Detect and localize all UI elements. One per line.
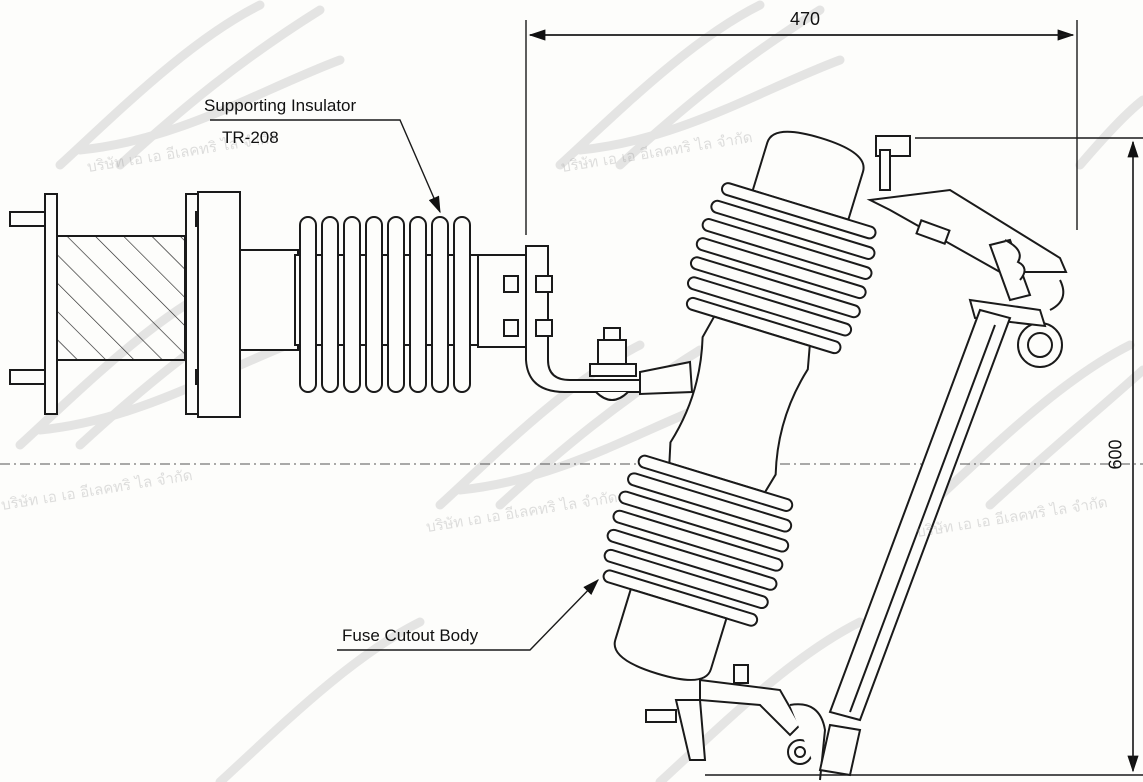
dimension-lines	[525, 20, 1143, 776]
supporting-insulator-model-label: TR-208	[222, 128, 279, 147]
mounting-bracket	[9, 191, 299, 418]
connecting-bracket	[525, 245, 694, 401]
leader-lines	[210, 119, 599, 651]
width-dimension-label: 470	[790, 9, 821, 29]
supporting-insulator-label: Supporting Insulator	[204, 96, 357, 115]
supporting-insulator-body	[294, 216, 527, 393]
height-dimension-label: 600	[1105, 439, 1126, 470]
fuse-tube	[828, 308, 1012, 722]
fuse-cutout-porcelain	[602, 130, 877, 681]
fuse-cutout-body-label: Fuse Cutout Body	[342, 626, 479, 645]
watermark-logos	[15, 0, 1143, 782]
top-contact-assembly	[866, 135, 1068, 368]
